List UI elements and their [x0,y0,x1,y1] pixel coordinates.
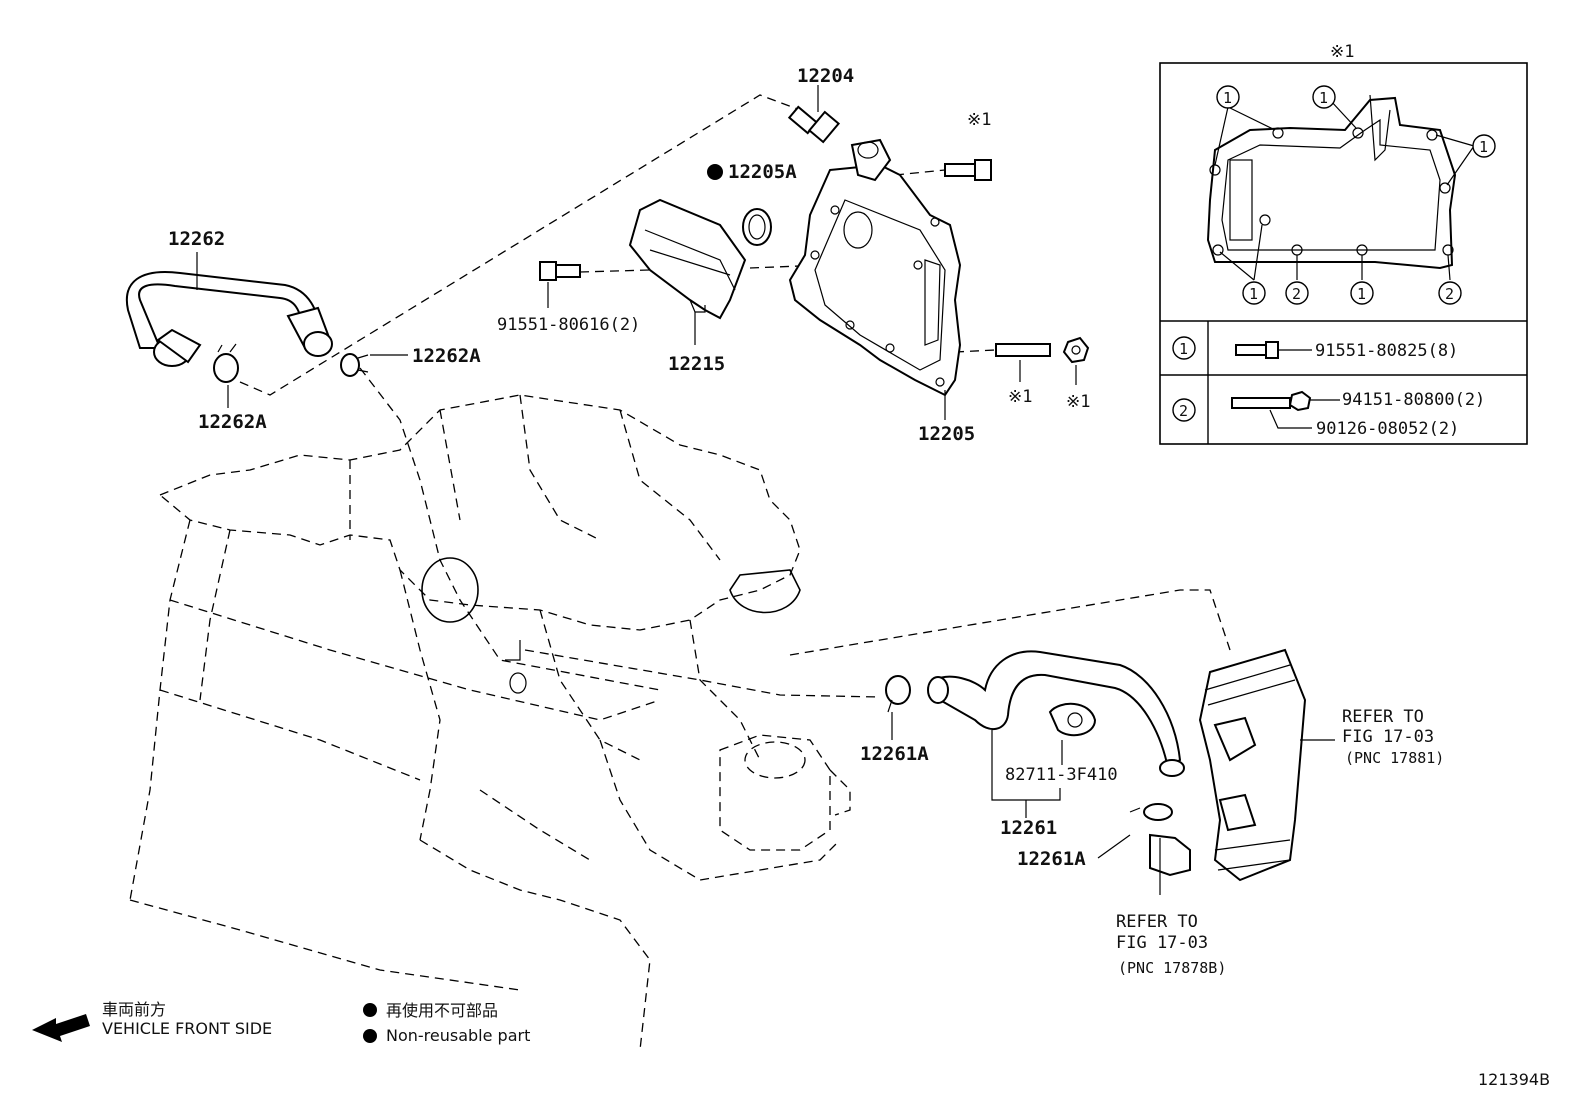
refer1-line3: (PNC 17881) [1345,749,1444,767]
clip-82711 [1048,702,1097,765]
inset-border [1159,62,1528,445]
pcv-valve-12204 [787,85,841,144]
refer2-line3: (PNC 17878B) [1118,959,1226,977]
stud-mark1 [995,343,1051,382]
label-12205: 12205 [918,423,975,445]
legend-front-jp: 車両前方 [102,1000,166,1019]
label-12205A: 12205A [728,161,797,183]
callout-1 [1242,281,1266,305]
svg-text:1: 1 [1479,138,1488,156]
inset-panel: ※1 [1159,42,1528,445]
bolt-91551-80616 [539,261,581,308]
bullet-icon [363,1003,377,1017]
legend: 車両前方 VEHICLE FRONT SIDE 再使用不可部品 Non-reus… [32,1000,530,1045]
legend-nonreuse-jp: 再使用不可部品 [386,1001,498,1020]
label-91551-80616: 91551-80616(2) [497,315,640,335]
leader-lines [196,252,1131,859]
label-12262A-bottom: 12262A [198,411,267,433]
engine-outline [129,394,851,1051]
refer2-line2: FIG 17-03 [1116,933,1208,953]
inset-title: ※1 [1330,42,1354,62]
intake-duct [1198,648,1335,882]
svg-text:1: 1 [1357,285,1366,303]
hose-12262 [125,271,333,383]
hose-12261 [885,650,1185,777]
row1-part: 91551-80825(8) [1315,341,1458,361]
bolt-mark1 [944,159,992,181]
clip-12261A-right [1129,803,1173,821]
svg-text:2: 2 [1292,285,1301,303]
label-mark1-stud: ※1 [1008,387,1032,407]
label-12262: 12262 [168,228,225,250]
svg-text:1: 1 [1249,285,1258,303]
row2-key: 2 [1179,402,1188,420]
front-arrow-icon [32,1014,90,1042]
label-82711-3F410: 82711-3F410 [1005,765,1118,785]
label-12204: 12204 [797,65,854,87]
label-12261A-left: 12261A [860,743,929,765]
legend-nonreuse-en: Non-reusable part [386,1026,530,1045]
callout-1 [1216,85,1240,109]
inset-row-1: 1 91551-80825(8) [1172,336,1458,361]
row2-part-b: 90126-08052(2) [1316,419,1459,439]
refer1-line1: REFER TO [1342,707,1424,727]
label-mark1-bolt: ※1 [967,110,991,130]
callout-1 [1350,281,1374,305]
cover-12205 [788,138,962,420]
row2-part-a: 94151-80800(2) [1342,390,1485,410]
callout-1 [1472,134,1496,158]
figure-id: 121394B [1478,1070,1550,1089]
vsv-connector [1149,833,1191,895]
svg-text:1: 1 [1223,89,1232,107]
row1-key: 1 [1179,340,1188,358]
seal-12205A [742,208,772,246]
bracket-12261 [991,730,1061,818]
legend-front-en: VEHICLE FRONT SIDE [102,1019,272,1038]
refer1-line2: FIG 17-03 [1342,727,1434,747]
label-12261A-right: 12261A [1017,848,1086,870]
dashed-leaders [239,94,1231,698]
callout-2 [1438,281,1462,305]
callout-1 [1312,85,1336,109]
label-mark1-nut: ※1 [1066,392,1090,412]
bullet-icon [363,1029,377,1043]
label-12215: 12215 [668,353,725,375]
non-reusable-dot [707,164,723,180]
svg-text:1: 1 [1319,89,1328,107]
svg-text:2: 2 [1445,285,1454,303]
part-labels: 12204 12205A 12262 12262A 12262A 91551-8… [168,65,1444,977]
label-12262A-top: 12262A [412,345,481,367]
gasket-drawing [1206,94,1457,270]
clip-12262A [340,353,369,377]
callout-2 [1285,281,1309,305]
separator-12215 [628,198,747,345]
inset-callouts: 1 1 1 1 2 1 2 [1214,85,1496,305]
label-12261: 12261 [1000,817,1057,839]
refer2-line1: REFER TO [1116,912,1198,932]
nut-mark1 [1062,336,1090,385]
inset-row-2: 2 94151-80800(2) 90126-08052(2) [1172,390,1485,439]
